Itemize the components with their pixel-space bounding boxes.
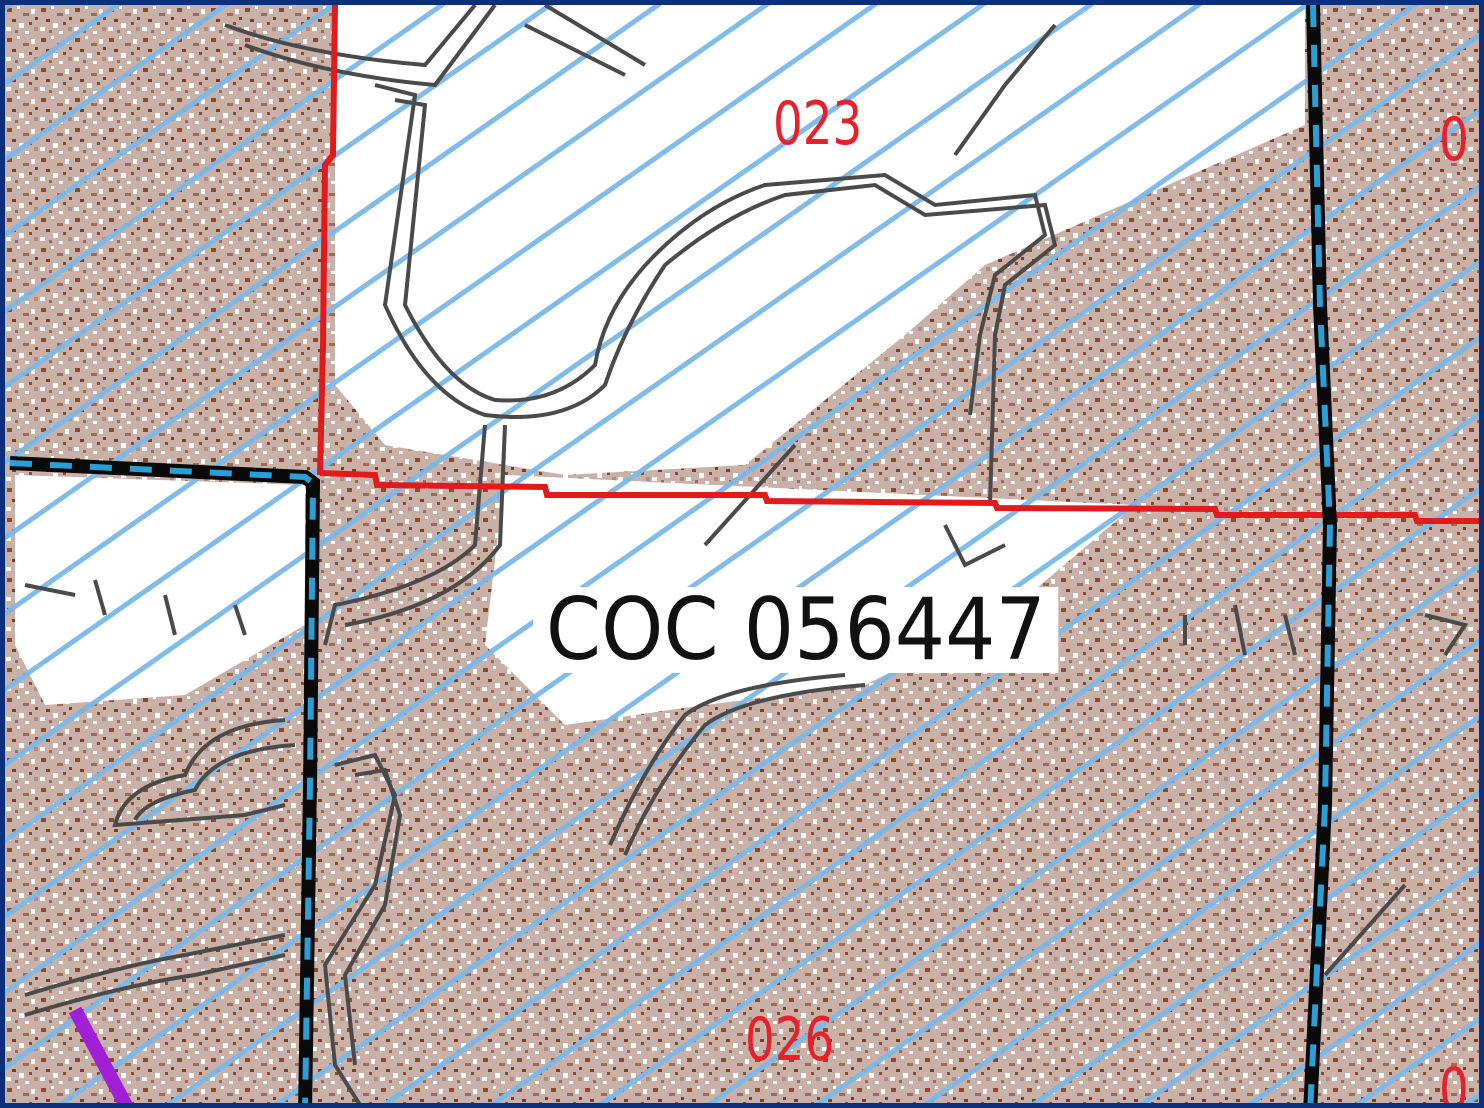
section-lines xyxy=(317,5,1479,524)
contour-lines xyxy=(24,5,1469,1103)
claim-hatching xyxy=(5,5,1479,1103)
section-label-026: 026 xyxy=(745,1005,835,1075)
claim-number-label[interactable]: COC 056447 xyxy=(533,587,1059,673)
section-label-bottom-right: 0 xyxy=(1439,1055,1469,1108)
section-label-top-right: 0 xyxy=(1439,105,1469,175)
map-canvas xyxy=(5,5,1479,1103)
section-label-023: 023 xyxy=(773,89,863,159)
boundary-lines xyxy=(9,5,1338,1103)
purple-feature-line xyxy=(68,1006,133,1103)
